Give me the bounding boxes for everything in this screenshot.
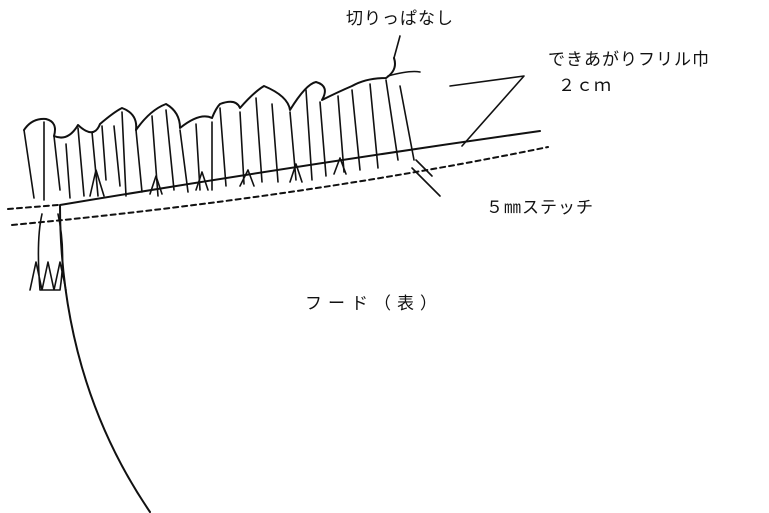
leader-ruffle-width	[449, 75, 525, 147]
ruffle-width-value: ２ｃｍ	[558, 76, 612, 96]
leader-stitch	[411, 159, 441, 197]
left-guide-dashes	[7, 204, 59, 210]
stitch-label: ５㎜ステッチ	[486, 198, 594, 218]
leader-cut	[393, 35, 401, 59]
ruffle-outline	[23, 57, 396, 139]
cut-edge-label: 切りっぱなし	[346, 9, 454, 29]
hood-label: フード（表）	[305, 294, 443, 314]
ruffle-width-label: できあがりフリル巾	[548, 50, 710, 70]
left-gather-detail	[29, 213, 67, 291]
ruffle-folds	[23, 70, 421, 201]
stitch-line	[11, 146, 549, 226]
hood-outline	[59, 130, 541, 513]
ruffle-base-ticks	[89, 157, 347, 197]
